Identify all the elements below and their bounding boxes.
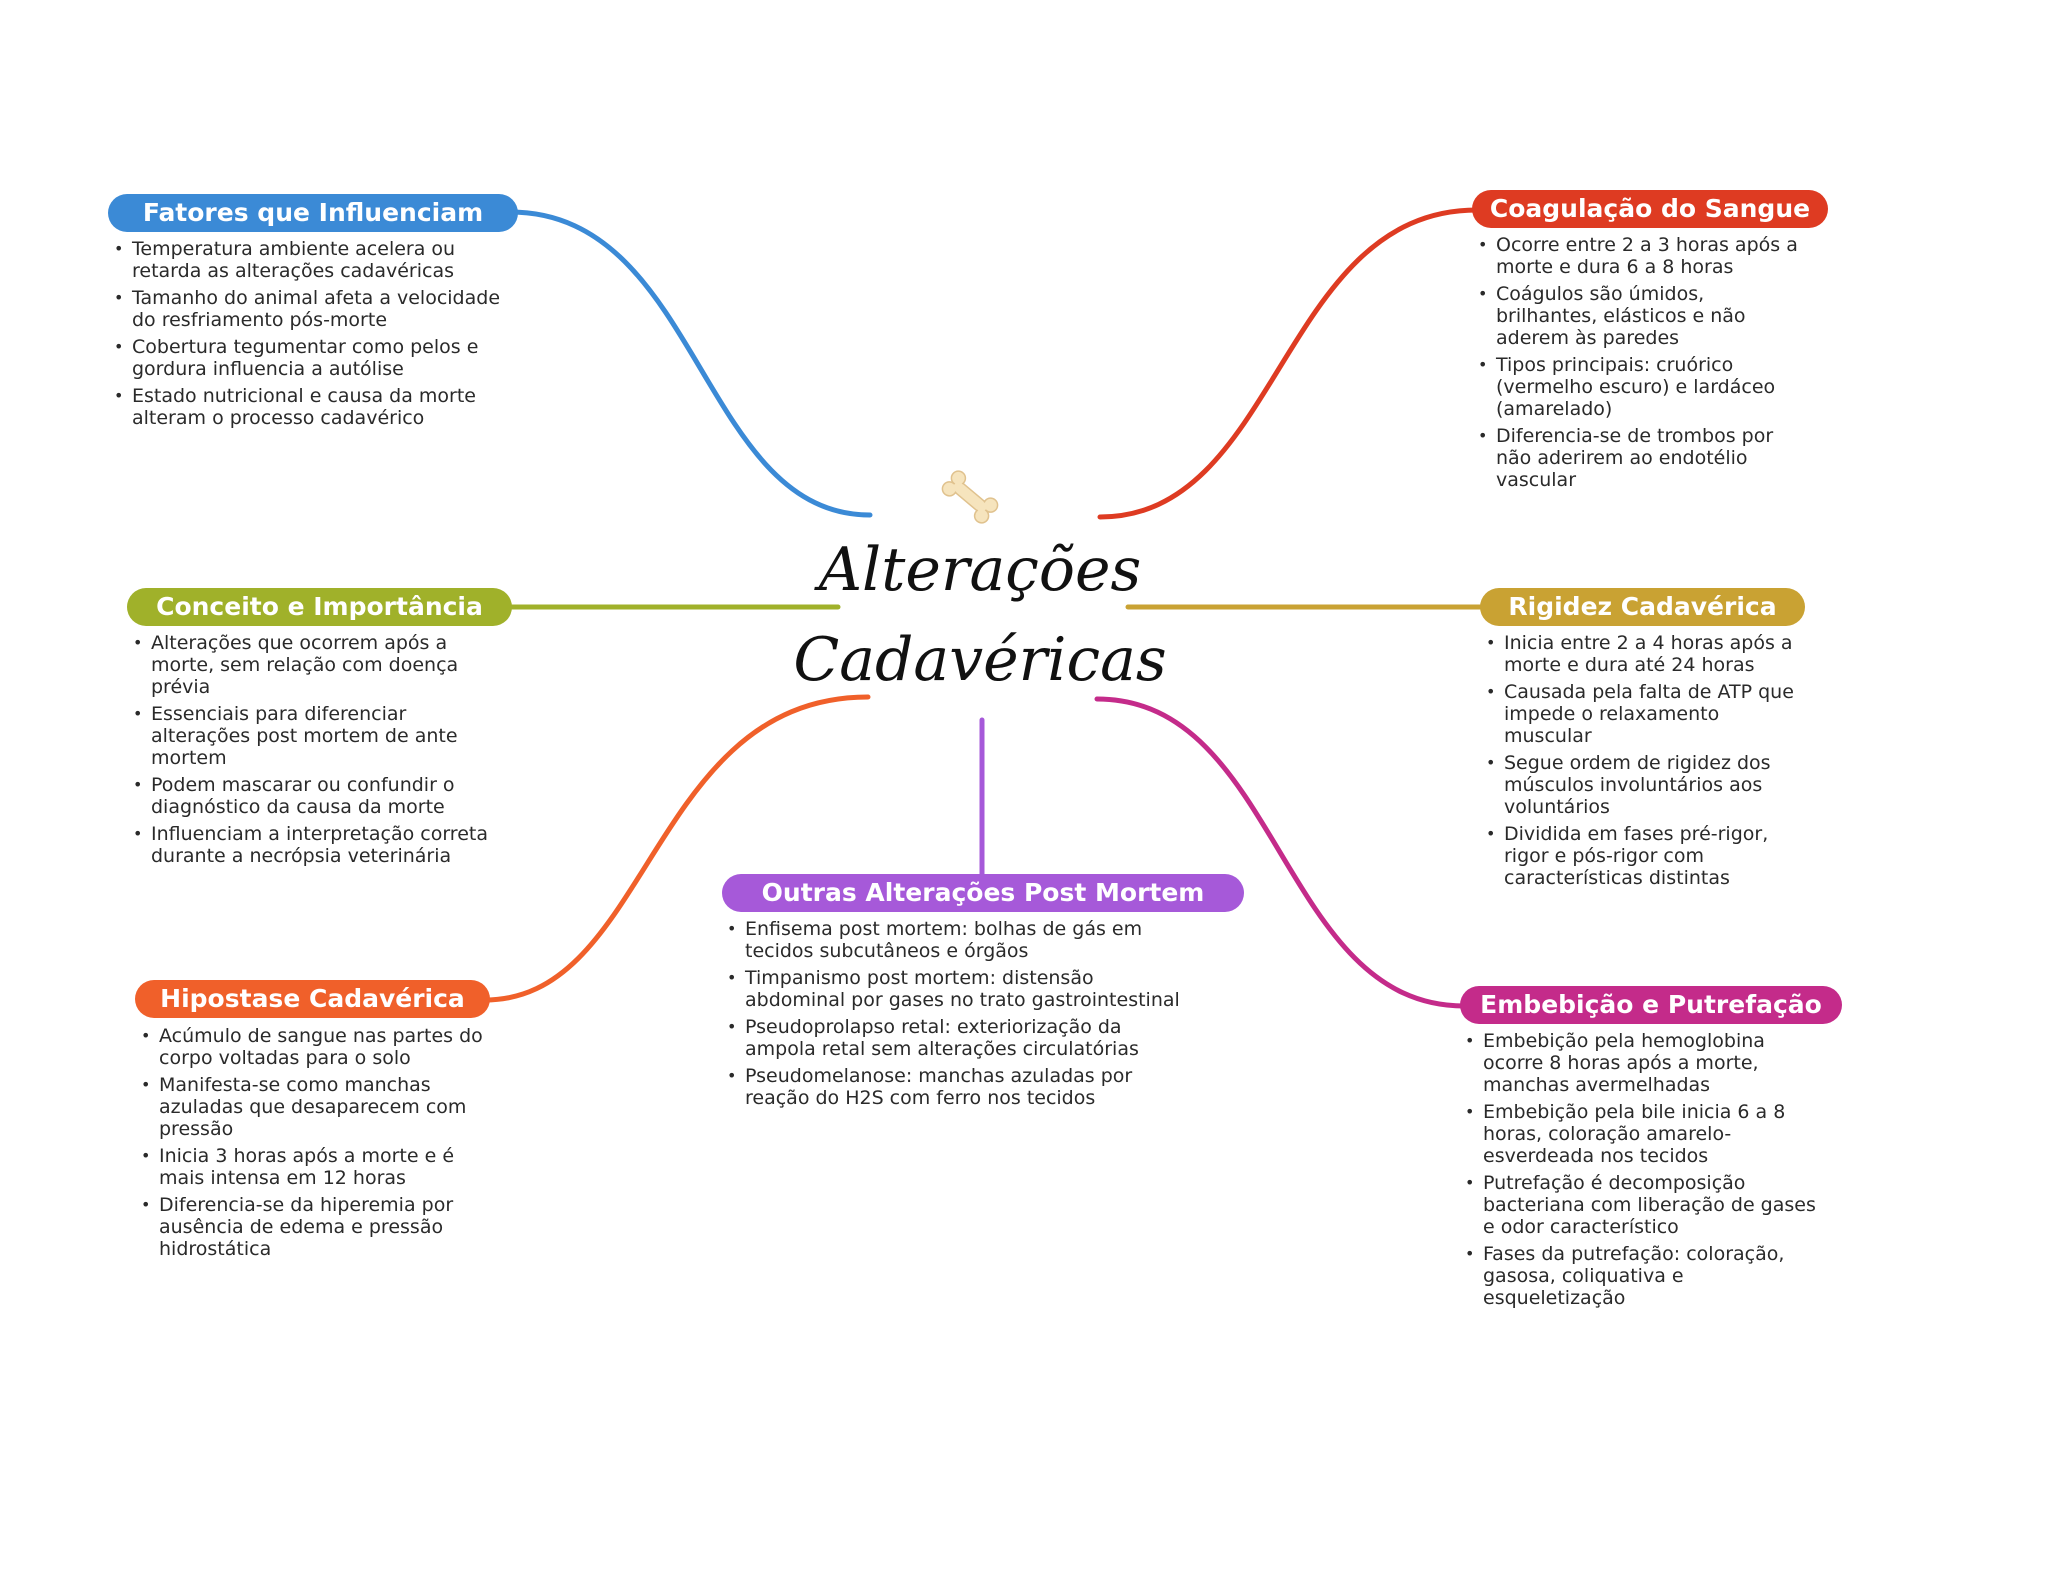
bullet-item: Enfisema post mortem: bolhas de gás em t…	[725, 918, 1185, 962]
bullet-item: Fases da putrefação: coloração, gasosa, …	[1463, 1243, 1823, 1309]
bullet-item: Inicia entre 2 a 4 horas após a morte e …	[1484, 632, 1804, 676]
branch-label-fatores: Fatores que Influenciam	[108, 194, 518, 232]
bullet-item: Tamanho do animal afeta a velocidade do …	[112, 287, 512, 331]
bullet-item: Acúmulo de sangue nas partes do corpo vo…	[139, 1025, 504, 1069]
bullet-item: Causada pela falta de ATP que impede o r…	[1484, 681, 1804, 747]
branch-list-coagulacao: Ocorre entre 2 a 3 horas após a morte e …	[1476, 234, 1806, 496]
bullet-item: Temperatura ambiente acelera ou retarda …	[112, 238, 512, 282]
connector-coagulacao	[1097, 207, 1480, 520]
bullet-item: Inicia 3 horas após a morte e é mais int…	[139, 1145, 504, 1189]
bullet-item: Diferencia-se de trombos por não aderire…	[1476, 425, 1806, 491]
bullet-item: Embebição pela bile inicia 6 a 8 horas, …	[1463, 1101, 1823, 1167]
branch-list-embebicao: Embebição pela hemoglobina ocorre 8 hora…	[1463, 1030, 1823, 1314]
bullet-item: Influenciam a interpretação correta dura…	[131, 823, 491, 867]
branch-label-conceito: Conceito e Importância	[127, 588, 512, 626]
bullet-item: Dividida em fases pré-rigor, rigor e pós…	[1484, 823, 1804, 889]
bullet-item: Cobertura tegumentar como pelos e gordur…	[112, 336, 512, 380]
bullet-item: Timpanismo post mortem: distensão abdomi…	[725, 967, 1185, 1011]
connector-fatores	[507, 209, 873, 518]
bullet-item: Coágulos são úmidos, brilhantes, elástic…	[1476, 283, 1806, 349]
bullet-item: Essenciais para diferenciar alterações p…	[131, 703, 491, 769]
bullet-item: Podem mascarar ou confundir o diagnóstic…	[131, 774, 491, 818]
bullet-item: Ocorre entre 2 a 3 horas após a morte e …	[1476, 234, 1806, 278]
branch-list-fatores: Temperatura ambiente acelera ou retarda …	[112, 238, 512, 434]
bullet-item: Tipos principais: cruórico (vermelho esc…	[1476, 354, 1806, 420]
bullet-item: Pseudomelanose: manchas azuladas por rea…	[725, 1065, 1185, 1109]
branch-list-outras: Enfisema post mortem: bolhas de gás em t…	[725, 918, 1185, 1114]
bullet-item: Estado nutricional e causa da morte alte…	[112, 385, 512, 429]
branch-label-rigidez: Rigidez Cadavérica	[1480, 588, 1805, 626]
bullet-item: Pseudoprolapso retal: exteriorização da …	[725, 1016, 1185, 1060]
bullet-item: Alterações que ocorrem após a morte, sem…	[131, 632, 491, 698]
central-title-line-2: Cadavéricas	[793, 625, 1167, 695]
bullet-item: Diferencia-se da hiperemia por ausência …	[139, 1194, 504, 1260]
connector-embebicao	[1094, 696, 1467, 1009]
branch-list-conceito: Alterações que ocorrem após a morte, sem…	[131, 632, 491, 872]
branch-label-hipostase: Hipostase Cadavérica	[135, 980, 490, 1018]
connector-hipostase	[482, 694, 871, 1003]
branch-list-hipostase: Acúmulo de sangue nas partes do corpo vo…	[139, 1025, 504, 1265]
bullet-item: Manifesta-se como manchas azuladas que d…	[139, 1074, 504, 1140]
branch-list-rigidez: Inicia entre 2 a 4 horas após a morte e …	[1484, 632, 1804, 894]
bullet-item: Embebição pela hemoglobina ocorre 8 hora…	[1463, 1030, 1823, 1096]
branch-label-embebicao: Embebição e Putrefação	[1460, 986, 1842, 1024]
bullet-item: Putrefação é decomposição bacteriana com…	[1463, 1172, 1823, 1238]
central-topic-title: Alterações Cadavéricas	[780, 525, 1180, 705]
branch-label-outras: Outras Alterações Post Mortem	[722, 874, 1244, 912]
central-title-line-1: Alterações	[818, 535, 1142, 605]
bone-icon	[941, 470, 999, 524]
bullet-item: Segue ordem de rigidez dos músculos invo…	[1484, 752, 1804, 818]
branch-label-coagulacao: Coagulação do Sangue	[1472, 190, 1828, 228]
